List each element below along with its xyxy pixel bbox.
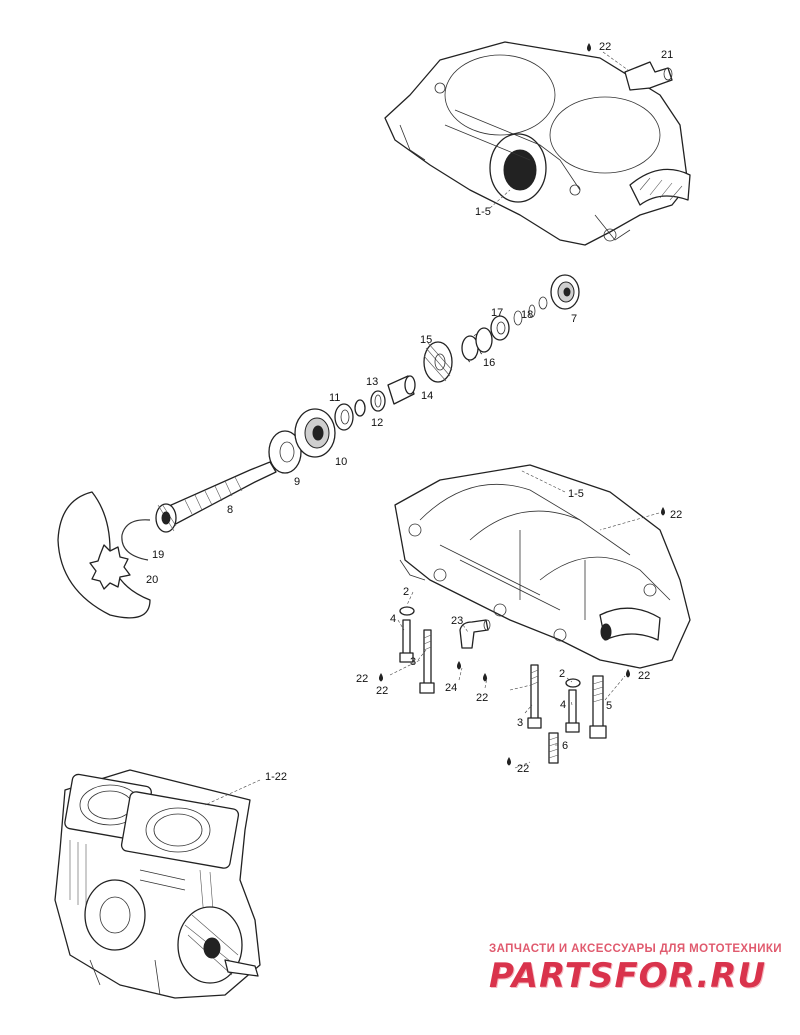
elbow-fitting-23 (459, 619, 491, 649)
cover-plate-20 (57, 491, 151, 619)
shaft-8 (155, 461, 277, 533)
gear-15 (423, 341, 453, 383)
label-20: 20 (146, 574, 158, 586)
ring-12 (354, 399, 366, 417)
washer-11 (334, 403, 354, 431)
label-13: 13 (366, 376, 378, 388)
bushing-17 (490, 315, 510, 341)
bolt-5 (589, 675, 607, 739)
circlip-18 (513, 296, 548, 326)
label-19: 19 (152, 549, 164, 561)
bolt-4a (399, 619, 414, 663)
label-8: 8 (227, 504, 233, 516)
leader-lines (204, 189, 660, 806)
label-engine-assembly: 1-22 (265, 771, 287, 783)
label-4: 4 (390, 613, 396, 625)
upper-crankcase (384, 41, 691, 246)
label-22: 22 (376, 685, 388, 697)
label-6: 6 (562, 740, 568, 752)
label-24: 24 (445, 682, 457, 694)
washer-2a (399, 606, 415, 616)
label-14: 14 (421, 390, 433, 402)
label-2: 2 (403, 586, 409, 598)
bolt-3b (527, 664, 542, 729)
bearing-9 (268, 430, 302, 474)
label-lower-crankcase: 1-5 (568, 488, 584, 500)
label-18: 18 (521, 309, 533, 321)
watermark-caption: ЗАПЧАСТИ И АКСЕССУАРЫ ДЛЯ МОТОТЕХНИКИ (489, 943, 782, 955)
label-3: 3 (410, 656, 416, 668)
label-10: 10 (335, 456, 347, 468)
label-4: 4 (560, 699, 566, 711)
stud-6 (548, 732, 559, 764)
label-22: 22 (517, 763, 529, 775)
label-7: 7 (571, 313, 577, 325)
label-3: 3 (517, 717, 523, 729)
label-22: 22 (670, 509, 682, 521)
label-upper-crankcase: 1-5 (475, 206, 491, 218)
label-21: 21 (661, 49, 673, 61)
circlip-19 (121, 519, 151, 561)
label-16: 16 (483, 357, 495, 369)
washer-2b (565, 678, 581, 688)
label-2: 2 (559, 668, 565, 680)
watermark-brand-logo: PARTSFOR.RU (489, 956, 767, 996)
part-labels: 1-5 1-5 1-22 22 21 7 17 18 15 16 13 11 1… (146, 41, 682, 783)
spring-16 (461, 327, 493, 363)
label-11: 11 (329, 392, 340, 404)
ring-13 (370, 390, 386, 412)
bearing-7 (550, 274, 580, 310)
sleeve-14 (387, 375, 416, 405)
label-22: 22 (638, 670, 650, 682)
label-17: 17 (491, 307, 503, 319)
label-23: 23 (451, 615, 463, 627)
label-5: 5 (606, 700, 612, 712)
lower-crankcase (394, 464, 691, 669)
label-9: 9 (294, 476, 300, 488)
label-22: 22 (599, 41, 611, 53)
fitting-21 (602, 51, 673, 91)
sealant-drops (379, 43, 665, 766)
engine-assembly (54, 769, 261, 999)
label-22: 22 (356, 673, 368, 685)
label-12: 12 (371, 417, 383, 429)
bolt-4b (565, 689, 580, 733)
label-15: 15 (420, 334, 432, 346)
label-22: 22 (476, 692, 488, 704)
bolt-3a (419, 629, 435, 694)
bearing-10 (294, 408, 336, 458)
